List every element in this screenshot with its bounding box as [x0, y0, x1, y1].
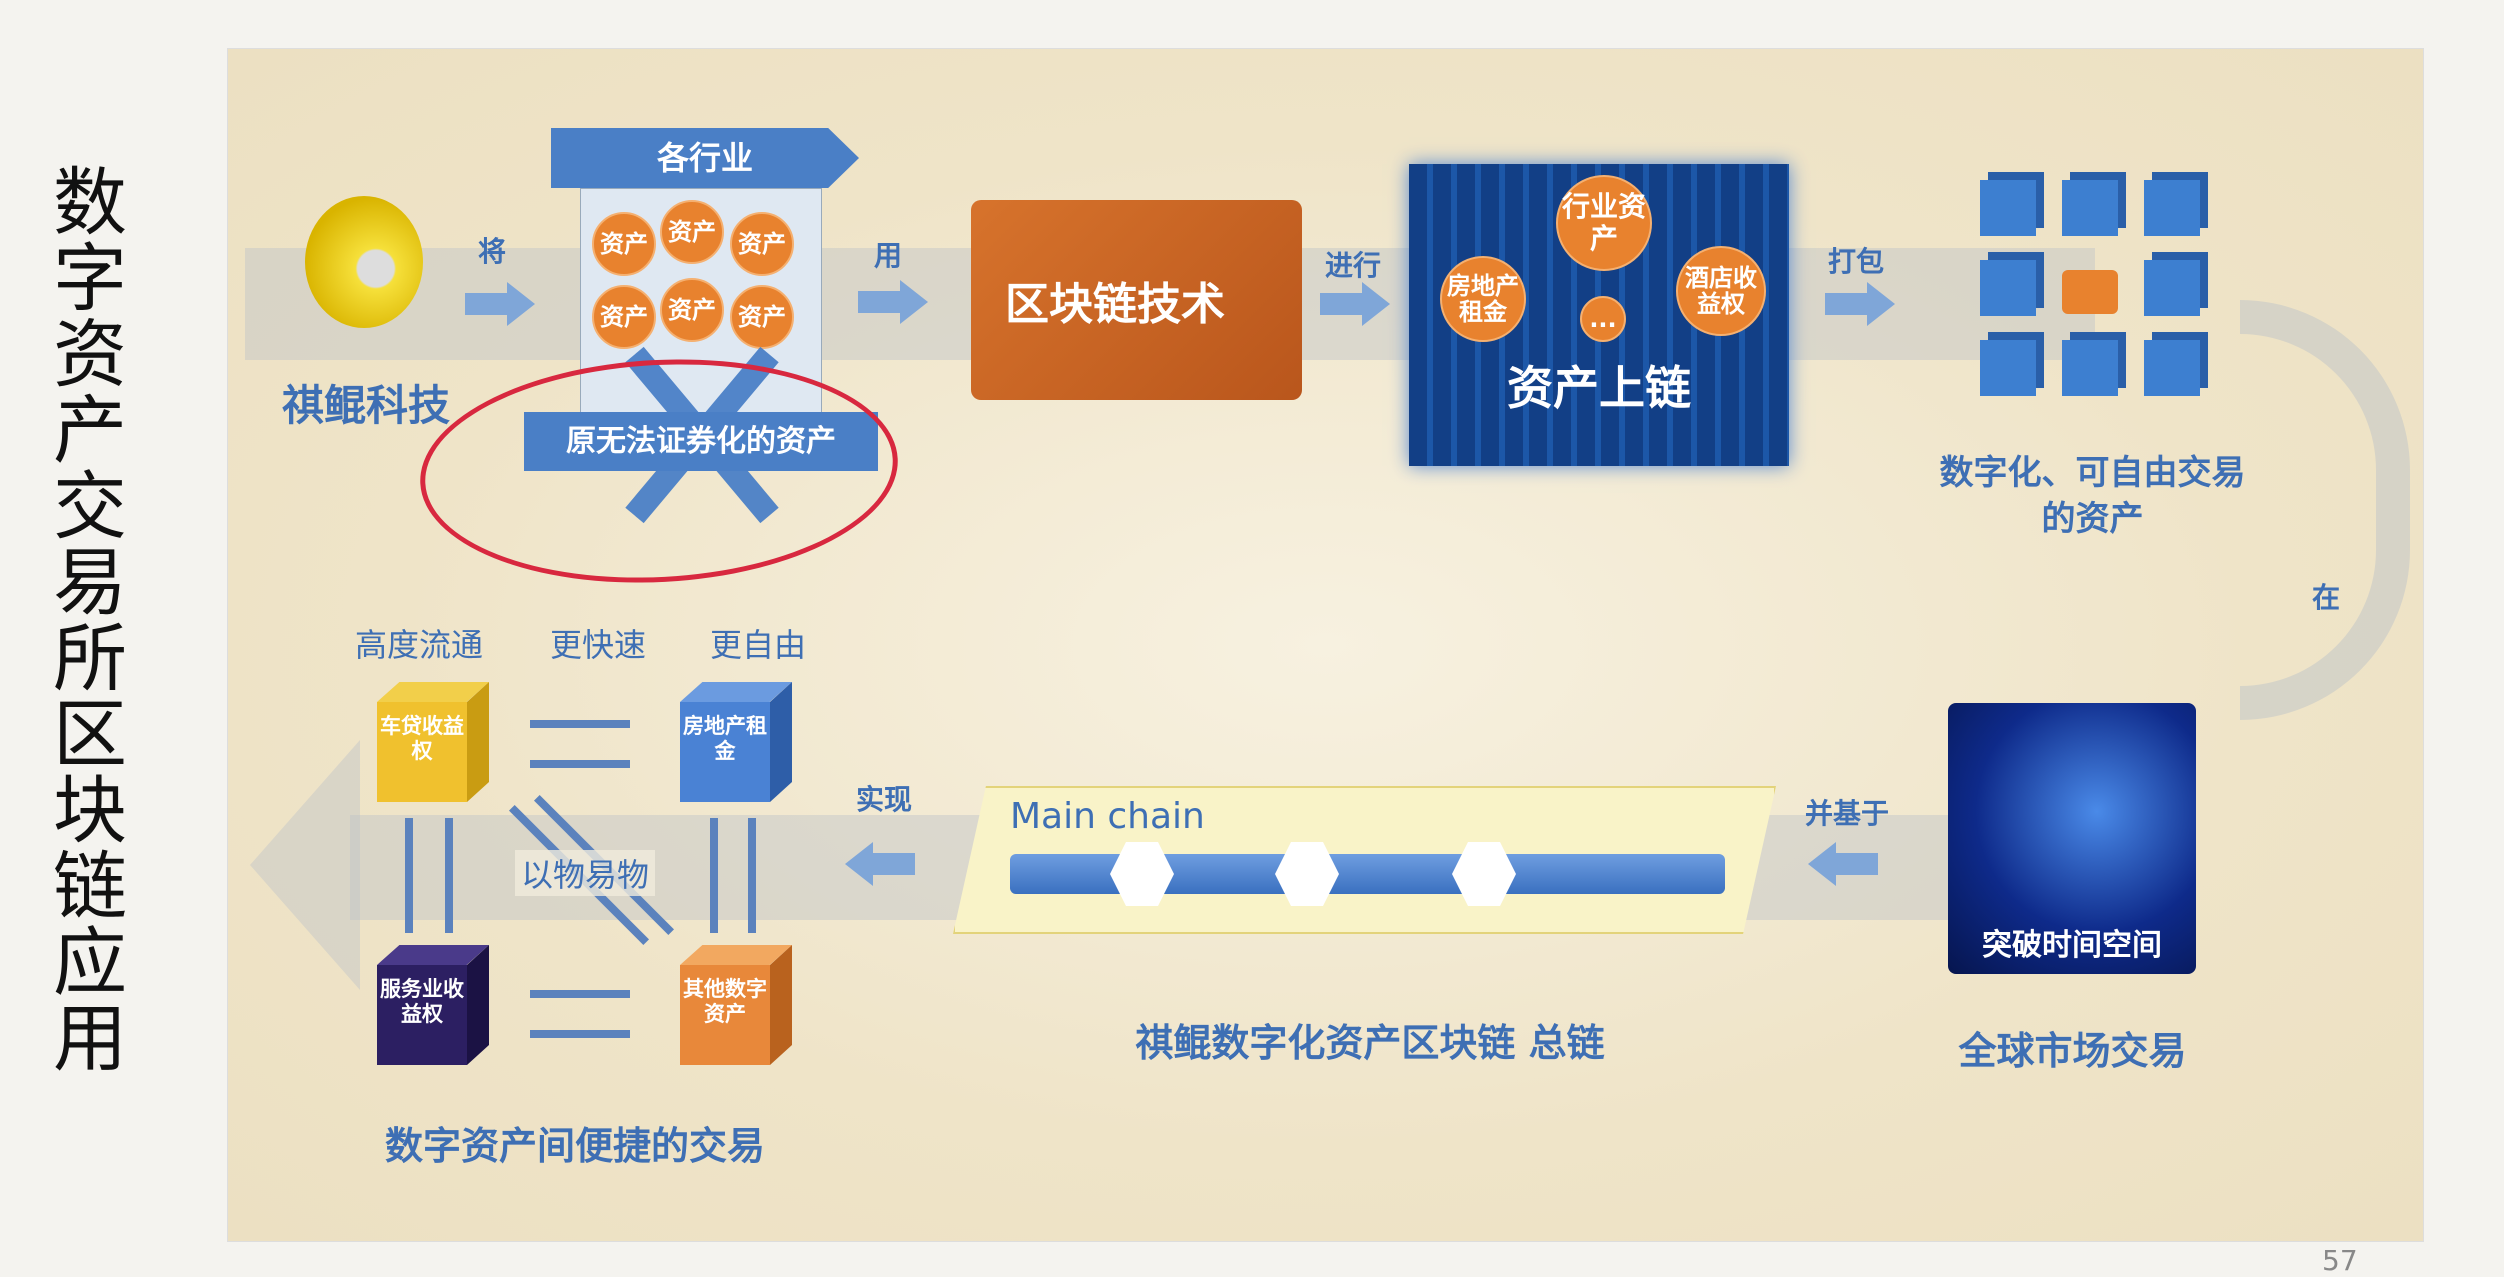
main-chain-caption: 祺鲲数字化资产区块链 总链 [1135, 1021, 1605, 1065]
step-yong: 用 [874, 239, 903, 272]
arrow-left-icon [530, 760, 630, 768]
step-zai: 在 [2312, 581, 2341, 614]
step-jiang: 将 [478, 235, 507, 268]
header-freer: 更自由 [710, 626, 807, 664]
header-faster: 更快速 [550, 626, 647, 664]
cube-service: 服务业收益权 [377, 945, 489, 1065]
exchange-caption: 数字资产间便捷的交易 [384, 1124, 765, 1168]
arrow-down-icon [445, 818, 453, 933]
arrow-down-icon [748, 818, 756, 933]
block-icon [1980, 180, 2036, 236]
packaged-blocks [1980, 180, 2200, 396]
cube-car-loan: 车贷收益权 [377, 682, 489, 802]
vertical-title: 数字资产交易所区块链应用 [53, 160, 127, 1082]
asset-coin: 资产 [660, 200, 724, 264]
globe-caption: 全球市场交易 [1958, 1029, 2187, 1073]
industry-banner: 各行业 [551, 128, 859, 188]
block-icon [2062, 340, 2118, 396]
globe-label: 突破时间空间 [1982, 928, 2162, 963]
step-shixian: 实现 [856, 783, 913, 816]
arrow-left-icon [530, 1030, 630, 1038]
arrow-right-icon [530, 990, 630, 998]
caption-line: 数字化、可自由交易 [1939, 453, 2246, 493]
cube-real-estate: 房地产租金 [680, 682, 792, 802]
block-icon [1980, 340, 2036, 396]
digitized-caption: 数字化、可自由交易 的资产 [1900, 450, 2285, 542]
block-icon [2062, 180, 2118, 236]
asset-coin: 资产 [592, 212, 656, 276]
block-icon [1980, 260, 2036, 316]
cube-label: 房地产租金 [680, 702, 770, 802]
step-dabao: 打包 [1828, 245, 1885, 278]
cube-label: 其他数字资产 [680, 965, 770, 1065]
block-icon [2144, 260, 2200, 316]
asset-coin: 资产 [592, 285, 656, 349]
blockchain-tech-box: 区块链技术 [971, 200, 1302, 400]
block-icon [2144, 180, 2200, 236]
cube-label: 车贷收益权 [377, 702, 467, 802]
company-logo [305, 196, 423, 328]
onchain-coin: 酒店收益权 [1676, 246, 1766, 336]
main-chain-label: Main chain [1010, 796, 1205, 837]
onchain-coin: 房地产租金 [1440, 256, 1526, 342]
caption-line: 的资产 [2041, 499, 2144, 539]
header-liquidity: 高度流通 [355, 626, 484, 664]
cube-other: 其他数字资产 [680, 945, 792, 1065]
page-number: 57 [2322, 1244, 2358, 1277]
onchain-title: 资产上链 [1507, 361, 1691, 415]
barter-label: 以物易物 [515, 850, 656, 896]
asset-coin: 资产 [660, 278, 724, 342]
block-icon [2144, 340, 2200, 396]
unsecuritized-banner: 原无法证券化的资产 [524, 412, 878, 471]
arrow-up-icon [710, 818, 718, 933]
onchain-coin: ... [1580, 296, 1626, 342]
arrow-up-icon [405, 818, 413, 933]
asset-coin: 资产 [730, 212, 794, 276]
arrow-right-icon [530, 720, 630, 728]
step-jinxing: 进行 [1325, 249, 1382, 282]
cube-label: 服务业收益权 [377, 965, 467, 1065]
asset-coin: 资产 [730, 285, 794, 349]
step-bingjiyu: 并基于 [1805, 797, 1890, 830]
onchain-coin: 行业资产 [1556, 175, 1652, 271]
globe-image [1948, 703, 2196, 974]
lock-icon [2062, 270, 2118, 314]
company-name: 祺鲲科技 [282, 381, 451, 430]
